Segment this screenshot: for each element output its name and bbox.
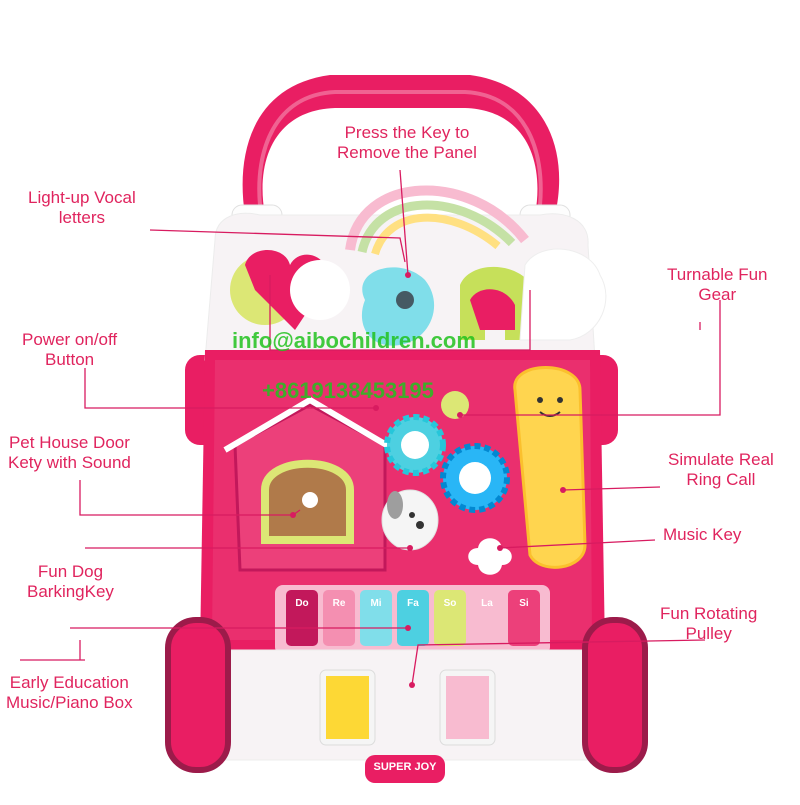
teal-eight-shape [361,267,435,346]
leader-lines [20,169,721,686]
callout-early-education: Early Education Music/Piano Box [6,673,133,712]
piano-key-si [508,590,540,646]
callout-fun-dog: Fun Dog BarkingKey [27,562,114,601]
callout-press-key: Press the Key to Remove the Panel [337,123,477,162]
piano-key-fa [397,590,429,646]
piano-key-label: So [443,598,457,609]
callout-music-key: Music Key [663,525,742,544]
piano-key-label: Fa [407,598,419,609]
cloud-right [519,248,607,341]
cloud-shape [290,260,350,320]
piano-key-label: Si [519,598,529,609]
brand-plate [365,755,445,783]
toy-phone [513,366,587,569]
watermark-phone: +8619138453195 [262,378,434,403]
piano-key-label: Do [295,598,309,609]
rainbow [345,185,529,251]
piano-key-mi [360,590,392,646]
walker-bottom-base [214,649,591,761]
watermark-email: info@aibochildren.com [232,328,476,353]
piano-key-label: Re [332,598,346,609]
front-wheel-left [165,617,231,773]
piano-key-label: La [481,598,493,609]
piano-key-so [434,590,466,646]
callout-light-up: Light-up Vocal letters [28,188,136,227]
piano-keys [286,590,540,646]
callout-pet-house: Pet House Door Kety with Sound [8,433,131,472]
piano-key-re [323,590,355,646]
gear-yellow [441,391,469,419]
leader-dots [290,272,566,688]
front-wheel-right [582,617,648,773]
paw-icon [302,492,318,508]
piano-key-do [286,590,318,646]
piano-key-label: Mi [370,598,382,609]
callout-power: Power on/off Button [22,330,118,369]
brand-label: SUPER JOY [373,761,437,773]
callout-turnable: Turnable Fun Gear [667,265,768,304]
walker-handle [242,75,560,215]
piano-key-la [471,590,503,646]
callout-simulate: Simulate Real Ring Call [668,450,774,489]
callout-rotating: Fun Rotating Pulley [660,604,758,643]
